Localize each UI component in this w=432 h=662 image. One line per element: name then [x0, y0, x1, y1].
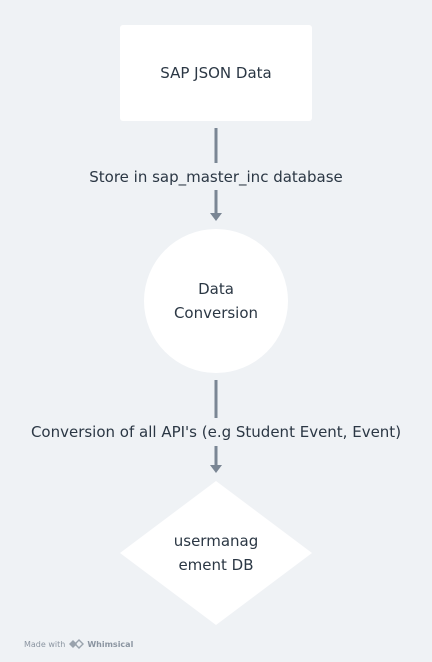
edge-2-label: Conversion of all API's (e.g Student Eve…: [30, 423, 402, 441]
edge-1-label: Store in sap_master_inc database: [89, 168, 343, 186]
source-node[interactable]: SAP JSON Data: [120, 25, 312, 121]
whimsical-logo-icon: [69, 639, 85, 649]
decision-node-label-line-2: ement DB: [178, 556, 254, 574]
made-with-whimsical-badge[interactable]: Made with Whimsical: [24, 637, 133, 651]
edge-2-arrowhead: [210, 465, 222, 473]
process-node-label-line-1: Data: [198, 280, 234, 298]
process-node-label-line-2: Conversion: [173, 304, 259, 322]
source-node-label: SAP JSON Data: [160, 64, 272, 82]
decision-node-shape: [120, 481, 312, 625]
decision-node[interactable]: usermanag ement DB: [120, 481, 312, 625]
made-with-label: Made with: [24, 639, 66, 649]
edge-1-arrowhead: [210, 213, 222, 221]
whimsical-brand-label: Whimsical: [87, 639, 134, 649]
process-node[interactable]: Data Conversion: [144, 229, 288, 373]
decision-node-label-line-1: usermanag: [173, 532, 259, 550]
